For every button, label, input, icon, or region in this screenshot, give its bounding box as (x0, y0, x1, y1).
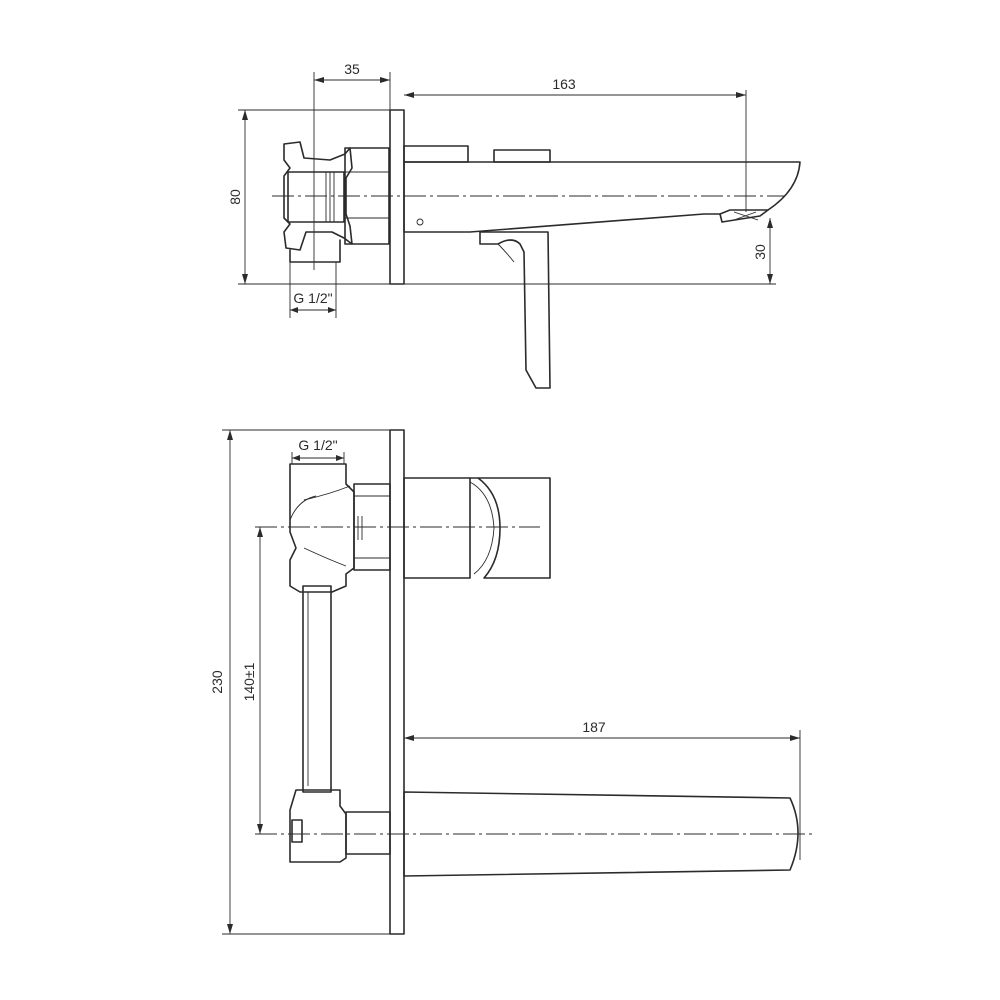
dim-230-label: 230 (209, 670, 225, 694)
dim-187: 187 (404, 719, 801, 860)
dim-163: 163 (404, 76, 747, 212)
dim-thread-front-label: G 1/2" (298, 437, 337, 453)
dim-35-label: 35 (344, 61, 360, 77)
top-spout (403, 161, 801, 233)
dim-80: 80 (227, 109, 390, 285)
top-view: 35 163 80 30 (227, 61, 801, 389)
dim-thread-top-label: G 1/2" (293, 290, 332, 306)
front-upper-valve (255, 463, 551, 593)
top-lever-handle (479, 231, 551, 389)
dim-230: 230 (209, 429, 390, 935)
dim-thread-top: G 1/2" (289, 262, 337, 318)
front-view: G 1/2" 230 140±1 187 (209, 429, 815, 935)
dim-140: 140±1 (241, 527, 263, 834)
front-riser-pipe (302, 585, 332, 793)
dim-187-label: 187 (582, 719, 606, 735)
front-lower-valve (289, 789, 391, 863)
dim-thread-front: G 1/2" (291, 437, 345, 464)
top-wall-plate (389, 109, 405, 285)
dim-140-label: 140±1 (241, 662, 257, 701)
dim-30-label: 30 (752, 244, 768, 260)
dim-30: 30 (404, 218, 776, 285)
front-wall-plate (389, 429, 405, 935)
top-valve-body (283, 141, 390, 263)
dim-163-label: 163 (552, 76, 576, 92)
front-spout (403, 791, 799, 877)
top-cartridge (403, 145, 469, 163)
dim-35: 35 (313, 61, 391, 270)
dim-80-label: 80 (227, 189, 243, 205)
